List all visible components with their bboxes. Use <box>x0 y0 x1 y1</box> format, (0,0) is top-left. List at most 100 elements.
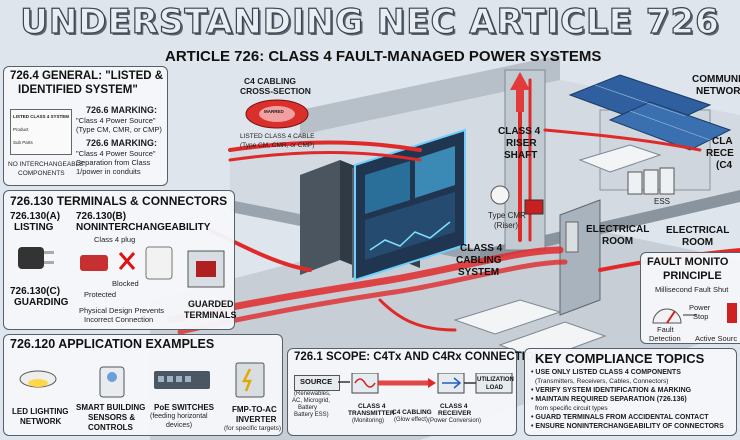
compliance-item-0: • USE ONLY LISTED CLASS 4 COMPONENTS <box>531 369 681 376</box>
fault-heading-1: FAULT MONITO <box>647 256 729 268</box>
guarded-1: GUARDED <box>188 299 234 309</box>
listed-plug-icon <box>18 247 54 269</box>
ess-label: ESS <box>654 197 671 206</box>
marking-a-text-2: (Type CM, CMR, or CMP) <box>76 125 162 134</box>
app-2-l2: (feeding horizontal <box>150 413 208 420</box>
cab-1: C4 CABLING <box>392 409 432 416</box>
cabling-label-2: CABLING <box>456 255 502 266</box>
fault-1: Fault <box>657 325 674 334</box>
compliance-item-6: • ENSURE NONINTERCHANGEABILITY OF CONNEC… <box>531 423 724 430</box>
compliance-item-4: from specific circuit types <box>535 405 608 412</box>
app-1-l3: CONTROLS <box>88 423 133 432</box>
scope-panel: 726.1 SCOPE: C4Tx AND C4Rx CONNECTION SO… <box>287 348 542 436</box>
cmr-label-2: (Riser) <box>494 221 518 230</box>
riser-shaft <box>504 69 546 251</box>
compliance-item-1: (Transmitters, Receivers, Cables, Connec… <box>535 378 669 385</box>
ess-cabinets <box>627 167 675 195</box>
app-0-l2: NETWORK <box>20 417 62 426</box>
tx-1: CLASS 4 <box>358 403 386 410</box>
physical-2: Incorrect Connection <box>84 315 154 324</box>
listed-cable-1: LISTED CLASS 4 CABLE <box>240 133 315 140</box>
callout-title-1: C4 CABLING <box>244 76 296 86</box>
listed-card: LISTED CLASS 4 SYSTEM Product Sub Parts <box>10 109 72 155</box>
riser-label-1: CLASS 4 <box>498 126 541 137</box>
cmr-label-1: Type CMR <box>488 211 526 220</box>
load-1: UTILIZATION <box>477 377 514 383</box>
cla-label-2: RECE <box>706 148 734 159</box>
app-2-l1: PoE SWITCHES <box>154 403 215 412</box>
fault-2: Detection <box>649 334 681 343</box>
term-b-title-1: 726.130(B) <box>76 211 127 222</box>
term-c-title-2: GUARDING <box>14 297 69 308</box>
rx-1: CLASS 4 <box>440 403 468 410</box>
general-heading-2: IDENTIFIED SYSTEM" <box>18 84 138 96</box>
general-panel: 726.4 GENERAL: "LISTED & IDENTIFIED SYST… <box>3 66 168 186</box>
load-2: LOAD <box>486 385 503 391</box>
fault-flow-icon <box>652 303 737 324</box>
physical-1: Physical Design Prevents <box>79 306 165 315</box>
sensor-icon <box>99 366 125 398</box>
riser-arrow <box>510 72 530 112</box>
term-a-title-2: LISTING <box>14 222 54 233</box>
card-line-1: LISTED CLASS 4 SYSTEM <box>13 114 70 119</box>
guarded-2: TERMINALS <box>184 310 237 320</box>
marking-b-title: 726.6 MARKING: <box>86 138 158 148</box>
compliance-item-3: • MAINTAIN REQUIRED SEPARATION (726.136) <box>531 396 687 403</box>
monitoring-display <box>354 128 466 282</box>
back-wall <box>300 55 560 135</box>
card-line-2: Product <box>13 127 29 132</box>
elec-room-3: ELECTRICAL <box>666 225 730 236</box>
scope-heading: 726.1 SCOPE: C4Tx AND C4Rx CONNECTION <box>294 351 543 363</box>
terminals-heading: 726.130 TERMINALS & CONNECTORS <box>10 194 228 208</box>
app-2-l3: devices) <box>166 422 193 429</box>
riser-label-2: RISER <box>506 138 537 149</box>
app-3-l3: (for specific targets) <box>224 425 282 432</box>
compliance-heading: KEY COMPLIANCE TOPICS <box>535 351 705 366</box>
page-title: UNDERSTANDING NEC ARTICLE 726 <box>20 1 720 42</box>
cabling-label-3: SYSTEM <box>458 267 500 278</box>
fault-panel: FAULT MONITO PRINCIPLE Millisecond Fault… <box>640 252 740 344</box>
marking-b-text-2: Separation from Class <box>76 158 151 167</box>
no-interchange-2: COMPONENTS <box>18 170 65 177</box>
cabling-callout: C4 CABLING CROSS-SECTION MARRED LISTED C… <box>240 76 315 156</box>
term-b-title-2: NONINTERCHANGEABILITY <box>76 222 211 233</box>
tx-2: TRANSMITTER <box>348 410 395 417</box>
elec-room-4: ROOM <box>682 237 714 248</box>
app-1-l2: SENSORS & <box>88 413 136 422</box>
cabling-label-1: CLASS 4 <box>460 243 503 254</box>
term-c-title-1: 726.130(C) <box>10 286 61 297</box>
compliance-panel: KEY COMPLIANCE TOPICS • USE ONLY LISTED … <box>524 348 737 436</box>
elec-room-2: ROOM <box>602 236 634 247</box>
marking-a-text-1: "Class 4 Power Source" <box>76 116 156 125</box>
solar-array <box>568 74 732 151</box>
inverter-icon <box>235 362 265 398</box>
power-2: Stop <box>693 312 709 321</box>
term-a-title-1: 726.130(A) <box>10 211 61 222</box>
cable-inner-label: MARRED <box>264 109 284 114</box>
compliance-item-5: • GUARD TERMINALS FROM ACCIDENTAL CONTAC… <box>531 414 709 421</box>
app-0-l1: LED LIGHTING <box>12 407 69 416</box>
terminals-panel: 726.130 TERMINALS & CONNECTORS 726.130(A… <box>3 190 237 330</box>
fault-heading-2: PRINCIPLE <box>663 270 722 282</box>
riser-box-icon <box>524 199 544 215</box>
blocked-label: Blocked <box>112 279 139 288</box>
cla-label-1: CLA <box>712 136 733 147</box>
callout-title-2: CROSS-SECTION <box>240 86 311 96</box>
listed-cable-2: (Type CM, CMR, or CMP) <box>240 142 315 149</box>
protected-label: Protected <box>84 290 117 299</box>
comm-label-2: NETWORK <box>696 86 740 97</box>
general-heading-1: 726.4 GENERAL: "LISTED & <box>10 70 164 82</box>
card-line-3: Sub Parts <box>13 140 33 145</box>
source-sub-1: (Renewables, <box>294 391 331 397</box>
cable-cross-section-icon <box>245 99 309 129</box>
led-light-icon <box>19 370 57 388</box>
marking-b-text-1: "Class 4 Power Source" <box>76 149 156 158</box>
active-label: Active Sourc <box>695 334 738 343</box>
cla-label-3: (C4 <box>716 160 733 171</box>
blocked-connection-icon <box>80 246 173 280</box>
riser-label-3: SHAFT <box>504 150 538 161</box>
no-interchange-1: NO INTERCHANGEABLE <box>8 161 84 168</box>
scope-flow-diagram <box>338 373 513 394</box>
compliance-item-2: • VERIFY SYSTEM IDENTIFICATION & MARKING <box>531 387 692 394</box>
app-3-l2: INVERTER <box>236 415 277 424</box>
